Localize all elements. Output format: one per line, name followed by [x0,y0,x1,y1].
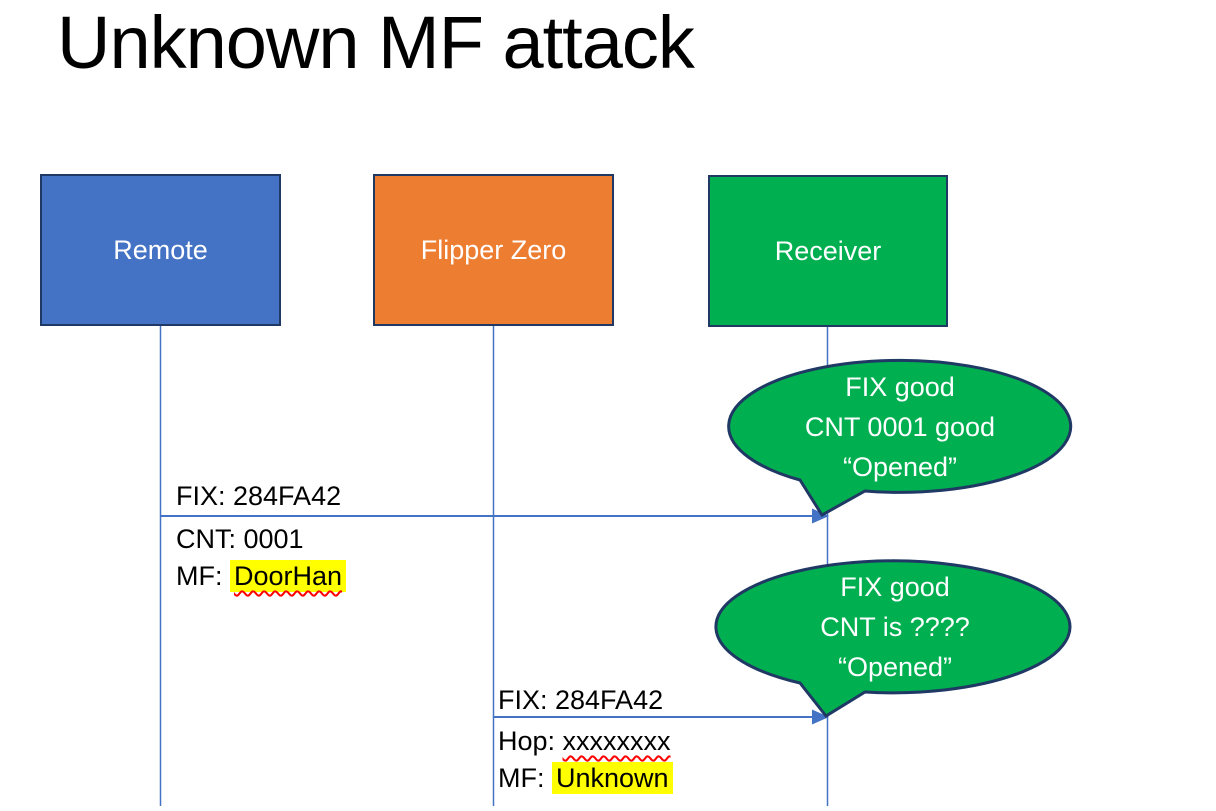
speech-bubble-1-shape [727,358,1073,518]
message1-arrowhead-icon [812,508,829,524]
message1-line3: MF: DoorHan [176,558,347,595]
message1-line3-prefix: MF: [176,561,230,591]
actor-label-receiver: Receiver [774,235,882,266]
actor-box-remote: Remote [40,174,281,326]
message2-line2-prefix: Hop: [498,726,563,756]
message1-line2: CNT: 0001 [176,521,346,558]
page-title: Unknown MF attack [57,1,695,84]
message1-above-label: FIX: 284FA42 [176,481,342,511]
message1-below-labels: CNT: 0001 MF: DoorHan [176,521,347,595]
bubble2-line1: FIX good [840,572,950,602]
message1-line3-value-highlighted: DoorHan [230,560,347,592]
bubble1-line2: CNT 0001 good [804,412,996,442]
message1-line2-value: 0001 [243,524,304,554]
speech-bubble-2-shape [714,559,1072,718]
bubble2-line2: CNT is ???? [820,612,970,642]
bubble2-line3: “Opened” [837,652,953,682]
actor-label-flipper-zero: Flipper Zero [420,234,567,265]
message2-line2: Hop: xxxxxxxx [498,723,673,760]
message2-arrowhead-icon [812,709,829,725]
message2-line2-value-squiggle: xxxxxxxx [562,726,671,756]
actor-box-receiver: Receiver [708,175,948,327]
message2-above-label: FIX: 284FA42 [498,685,664,715]
actor-label-remote: Remote [113,234,208,265]
message2-line3-prefix: MF: [498,763,552,793]
message2-line3-value-highlighted: Unknown [552,762,673,794]
speech-bubble-1-text: FIX good CNT 0001 good “Opened” [740,364,1060,490]
speech-bubble-2-text: FIX good CNT is ???? “Opened” [733,563,1057,691]
message2-below-labels: Hop: xxxxxxxx MF: Unknown [498,723,673,797]
message1-line2-prefix: CNT: [176,524,244,554]
message2-line3: MF: Unknown [498,760,673,797]
bubble1-line1: FIX good [845,372,955,402]
bubble1-line3: “Opened” [842,452,958,482]
actor-box-flipper-zero: Flipper Zero [373,174,614,326]
